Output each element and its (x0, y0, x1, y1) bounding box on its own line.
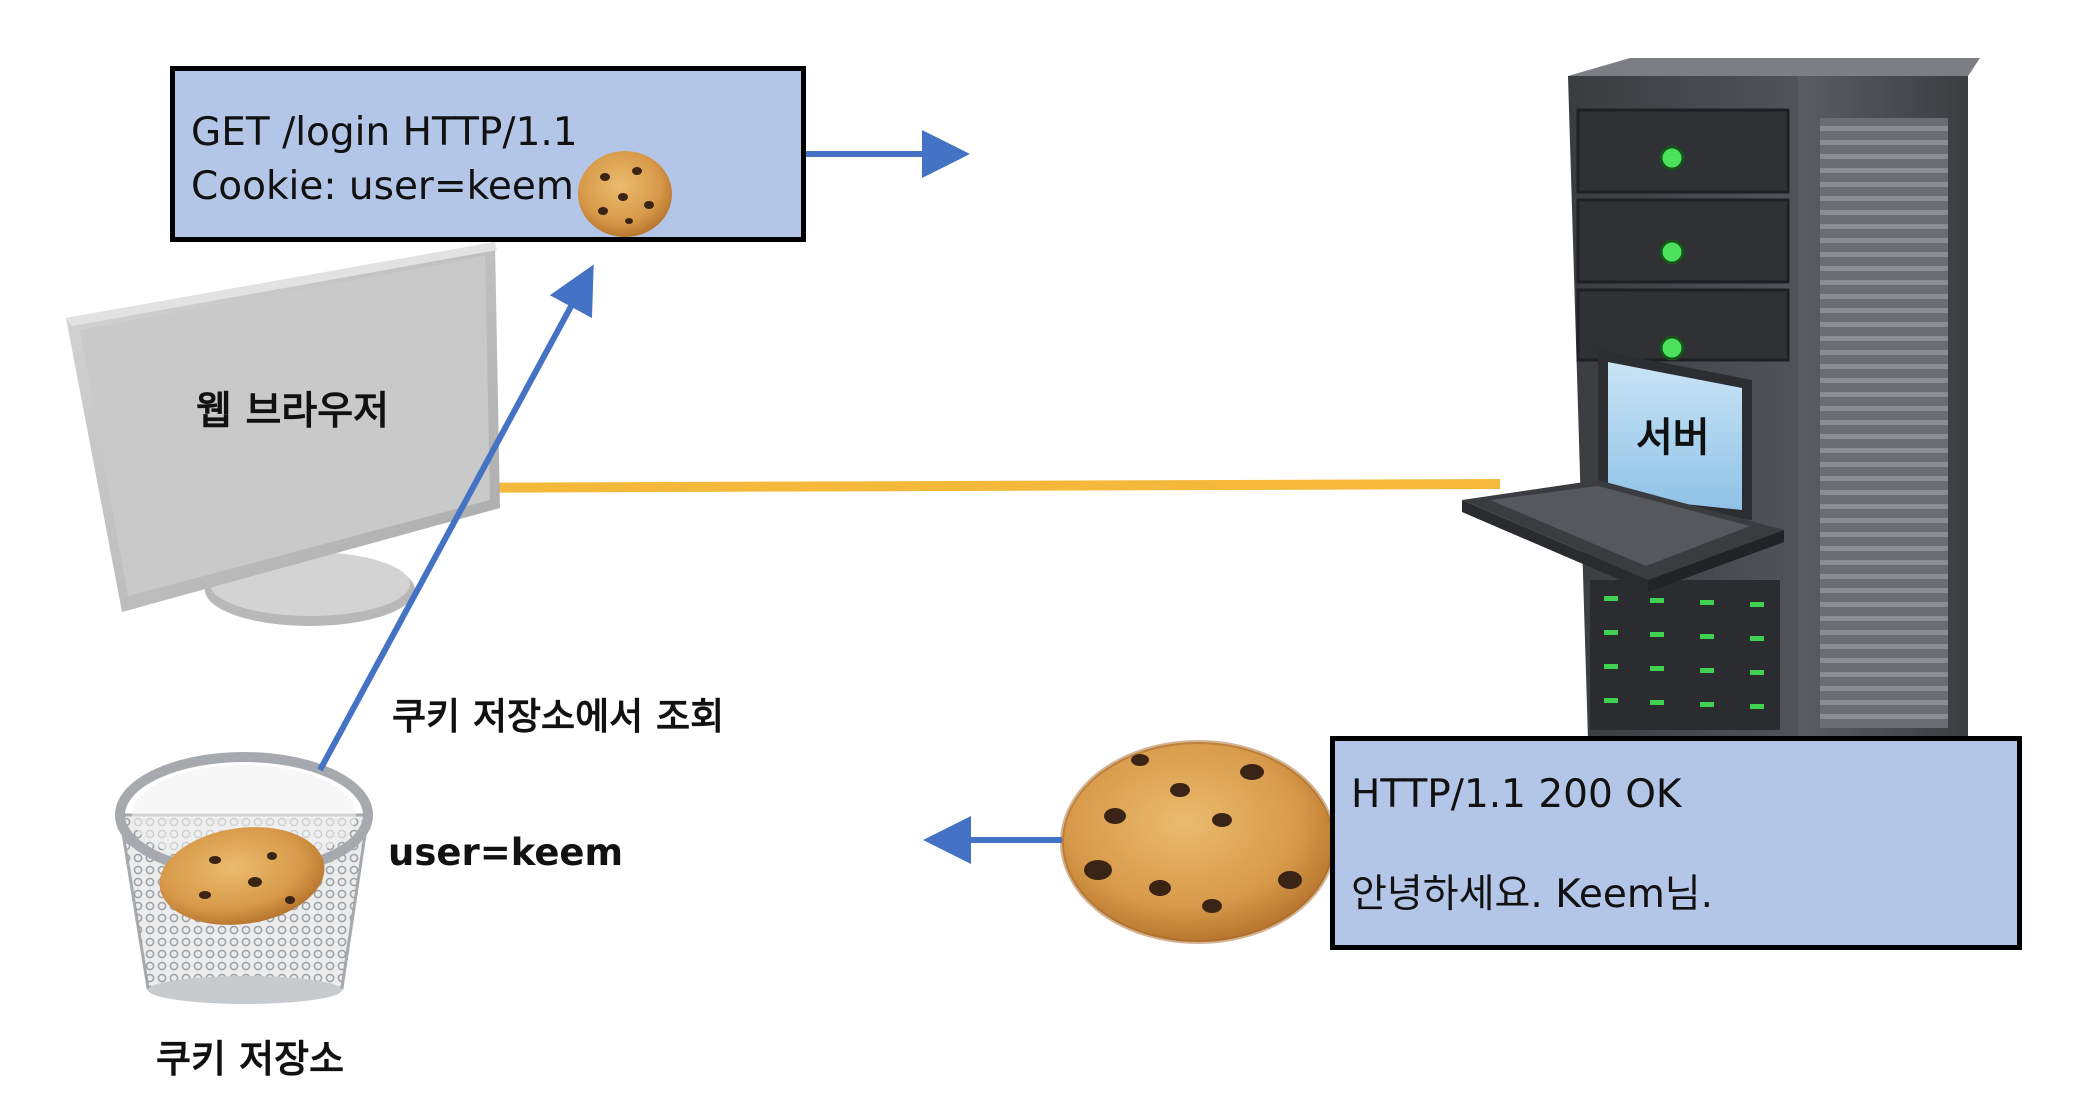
request-line: GET /login HTTP/1.1 (191, 110, 578, 155)
server-label: 서버 (1636, 415, 1710, 461)
cookie-icon (1060, 740, 1336, 944)
server-rack-icon (1462, 58, 1980, 740)
connection-line (394, 479, 1501, 493)
request-box: GET /login HTTP/1.1 Cookie: user=keem (170, 66, 806, 242)
cookie-basket-icon (115, 752, 373, 1004)
lookup-arrow (317, 264, 594, 772)
response-body: 안녕하세요. Keem님. (1351, 872, 1714, 917)
cookie-icon (578, 151, 672, 237)
browser-label: 웹 브라우저 (196, 389, 389, 434)
stored-cookie-value: user=keem (388, 831, 624, 874)
lookup-label: 쿠키 저장소에서 조회 (392, 695, 725, 738)
monitor-icon (66, 242, 500, 626)
response-box: HTTP/1.1 200 OK 안녕하세요. Keem님. (1330, 736, 2022, 950)
cookie-store-label: 쿠키 저장소 (156, 1037, 345, 1081)
request-cookie-header: Cookie: user=keem (191, 164, 574, 209)
response-status-line: HTTP/1.1 200 OK (1351, 772, 1682, 817)
